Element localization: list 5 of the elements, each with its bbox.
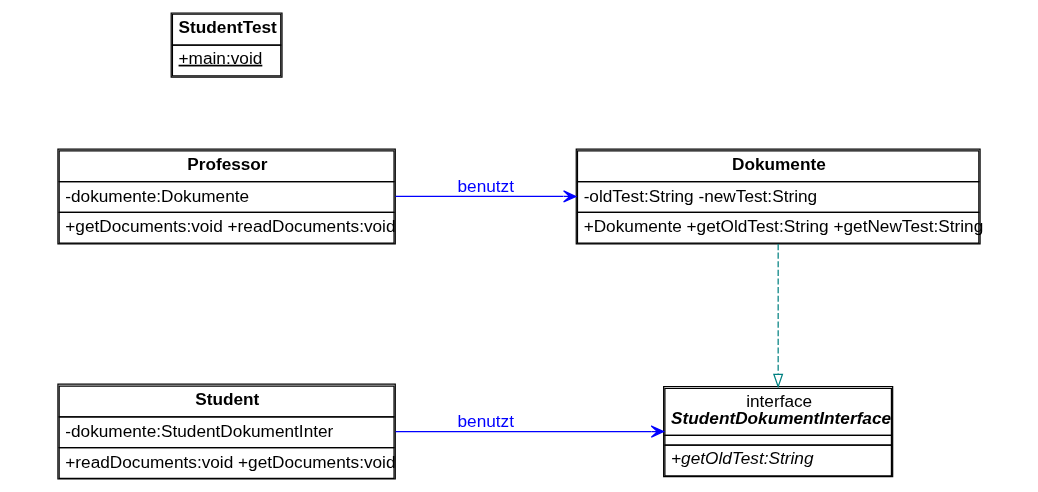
arrow bbox=[773, 243, 784, 389]
arrow bbox=[394, 425, 665, 438]
edge-label: benutzt bbox=[457, 410, 514, 431]
edge-label: benutzt bbox=[457, 175, 514, 196]
arrow bbox=[394, 190, 577, 203]
